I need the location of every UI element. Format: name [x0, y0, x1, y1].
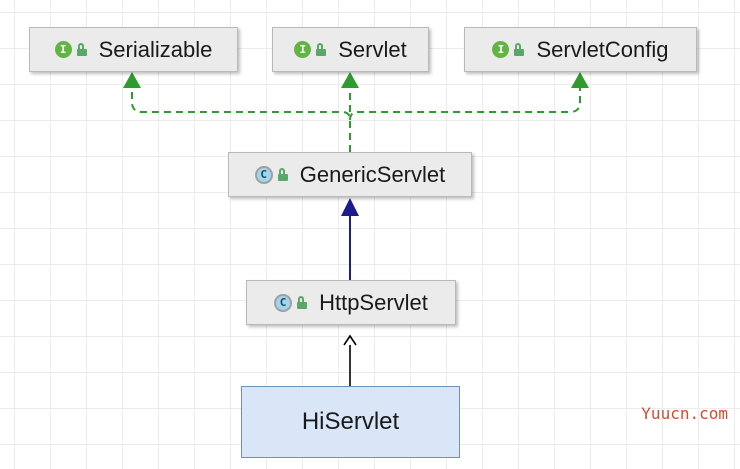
arrowhead-servlet	[341, 72, 359, 88]
node-servletconfig[interactable]: I ServletConfig	[464, 27, 697, 72]
lock-open-icon	[277, 167, 288, 181]
class-icon: C	[254, 165, 273, 184]
node-genericservlet[interactable]: C GenericServlet	[228, 152, 472, 197]
arrowhead-genericservlet	[341, 198, 359, 216]
node-label: ServletConfig	[536, 36, 669, 62]
node-label: HiServlet	[301, 408, 400, 435]
implements-arrowheads	[123, 72, 589, 88]
lock-open-icon	[514, 42, 525, 56]
node-label: HttpServlet	[319, 289, 428, 315]
arrowhead-serializable	[123, 72, 141, 88]
watermark-text: Yuucn.com	[641, 404, 728, 423]
node-label: Serializable	[98, 36, 213, 62]
edge-genericservlet-serializable	[131, 84, 351, 152]
lock-open-icon	[316, 42, 327, 56]
interface-icon: I	[294, 41, 312, 58]
node-serializable[interactable]: I Serializable	[29, 27, 238, 72]
class-icon: C	[274, 293, 293, 312]
arrowhead-httpservlet	[343, 334, 357, 346]
arrowhead-servletconfig	[571, 72, 589, 88]
lock-open-icon	[297, 295, 308, 309]
interface-icon: I	[54, 41, 72, 58]
node-label: Servlet	[338, 36, 407, 62]
node-httpservlet[interactable]: C HttpServlet	[246, 280, 456, 325]
implements-edges	[131, 84, 581, 152]
interface-icon: I	[492, 41, 510, 58]
node-label: GenericServlet	[299, 161, 446, 187]
node-servlet[interactable]: I Servlet	[272, 27, 429, 72]
lock-open-icon	[76, 42, 87, 56]
node-hiservlet[interactable]: HiServlet	[241, 386, 460, 458]
edge-genericservlet-servletconfig	[349, 84, 581, 121]
